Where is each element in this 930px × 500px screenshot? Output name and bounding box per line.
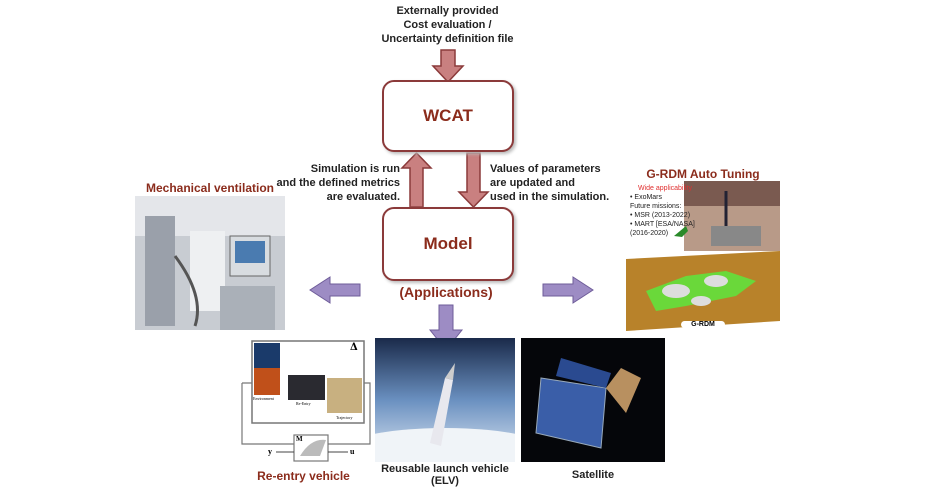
note-line: Values of parameters [490, 163, 601, 175]
panel-label: Environment [253, 396, 274, 401]
rlv-label: Reusable launch vehicle (ELV) [360, 463, 530, 487]
mission-item: • ExoMars [630, 194, 663, 201]
mission-item: • MSR (2013-2022) [630, 212, 691, 219]
ventilation-photo [135, 196, 285, 330]
wcat-box: WCAT [382, 80, 514, 152]
panel-label: Re-Entry [296, 401, 311, 406]
satellite-label: Satellite [571, 469, 615, 481]
input-down-arrow [431, 49, 465, 84]
output-label: y [268, 447, 272, 456]
grdm-footer: G-RDM [681, 321, 725, 328]
reentry-diagram: Δ Environment Re-Entry Trajectory M y u [236, 338, 371, 463]
grdm-title: G-RDM Auto Tuning [646, 167, 760, 181]
applications-label: (Applications) [399, 284, 493, 300]
grdm-applicability: Wide applicability • ExoMars Future miss… [630, 184, 700, 238]
note-line: are evaluated. [326, 191, 400, 203]
mission-item: Future missions: [630, 203, 682, 210]
note-line: are updated and [490, 177, 575, 189]
mission-item: (2016-2020) [630, 230, 669, 237]
model-box: Model [382, 207, 514, 281]
panel-label: Trajectory [336, 415, 353, 420]
external-input-text: Externally provided Cost evaluation / Un… [330, 4, 565, 46]
ventilation-label: Mechanical ventilation [145, 181, 275, 195]
header-line: Uncertainty definition file [381, 33, 514, 45]
delta-label: Δ [350, 342, 358, 353]
reentry-label: Re-entry vehicle [257, 469, 350, 483]
satellite-image [521, 338, 665, 462]
grdm-image: Wide applicability • ExoMars Future miss… [626, 181, 780, 331]
note-line: Simulation is run [310, 163, 400, 175]
rlv-label-line: Reusable launch vehicle [381, 463, 509, 475]
note-line: used in the simulation. [490, 191, 610, 203]
down-arrow [457, 152, 490, 209]
up-arrow [400, 151, 433, 208]
left-purple-arrow [309, 276, 361, 304]
rocket-photo [375, 338, 515, 462]
model-block-label: M [296, 435, 303, 443]
applicability-title: Wide applicability [637, 185, 693, 192]
right-note: Values of parameters are updated and use… [490, 162, 630, 204]
header-line: Externally provided [396, 5, 499, 17]
note-line: and the defined metrics [276, 177, 400, 189]
header-line: Cost evaluation / [403, 19, 492, 31]
input-label: u [350, 447, 355, 456]
mission-item: • MART [ESA/NASA] [630, 221, 695, 228]
right-purple-arrow [542, 276, 594, 304]
rlv-label-line: (ELV) [431, 475, 459, 487]
left-note: Simulation is run and the defined metric… [270, 162, 400, 204]
